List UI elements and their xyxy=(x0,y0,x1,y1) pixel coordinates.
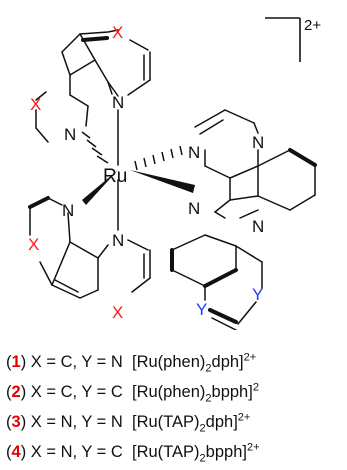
y-value: C xyxy=(110,383,123,401)
compound-number: 3 xyxy=(11,413,21,431)
subscript: 2 xyxy=(205,392,212,405)
x-value: N xyxy=(60,413,73,431)
ligand: TAP xyxy=(163,413,195,431)
paren: ) xyxy=(20,413,27,431)
x-label: X xyxy=(112,23,123,42)
ligand: phen xyxy=(163,383,200,401)
y-eq: Y = xyxy=(81,353,111,371)
bond-network xyxy=(28,29,317,330)
complex-mid: ) xyxy=(199,383,206,401)
charge: 2+ xyxy=(243,351,257,364)
x-value: C xyxy=(60,353,73,371)
compound-legend: (1) X = C, Y = N [Ru(phen)2dph]2+ (2) X … xyxy=(6,347,347,467)
x-value: C xyxy=(60,383,73,401)
charge-bracket xyxy=(265,17,301,62)
x-label: X xyxy=(30,95,41,114)
y-substituent-labels: Y Y xyxy=(196,285,263,319)
nitrogen-label: N xyxy=(188,199,200,218)
atom-labels: Ru N N N N N N N N xyxy=(62,93,264,250)
nitrogen-label: N xyxy=(62,201,74,220)
chemical-structure-diagram: 2+ xyxy=(28,17,321,330)
paren: ( xyxy=(6,353,12,371)
complex-open: [Ru( xyxy=(132,383,164,401)
complex-close: ] xyxy=(248,383,253,401)
sep: , xyxy=(72,443,82,461)
nitrogen-label: N xyxy=(112,231,124,250)
x-label: X xyxy=(28,235,39,254)
compound-number: 1 xyxy=(11,353,21,371)
metal-label: Ru xyxy=(103,166,127,187)
ligand: phen xyxy=(163,353,200,371)
compound-number: 2 xyxy=(11,383,21,401)
tail-ligand: dph xyxy=(205,413,234,431)
sep: , xyxy=(72,413,82,431)
sep: , xyxy=(72,353,82,371)
y-value: N xyxy=(110,413,123,431)
paren: ( xyxy=(6,413,12,431)
complex-close: ] xyxy=(239,353,244,371)
sep: , xyxy=(72,383,82,401)
x-eq: X = xyxy=(30,353,61,371)
paren: ( xyxy=(6,383,12,401)
complex-mid: ) xyxy=(199,353,206,371)
compound-row-4: (4) X = N, Y = C [Ru(TAP)2bpph]2+ xyxy=(6,437,347,467)
y-value: C xyxy=(110,443,123,461)
subscript: 2 xyxy=(199,452,206,465)
subscript: 2 xyxy=(205,362,212,375)
nitrogen-label: N xyxy=(112,93,124,112)
tail-ligand: bpph xyxy=(205,443,243,461)
nitrogen-label: N xyxy=(64,125,76,144)
paren: ) xyxy=(20,383,27,401)
x-label: X xyxy=(112,303,123,322)
nitrogen-label: N xyxy=(252,217,264,236)
paren: ) xyxy=(20,443,27,461)
complex-open: [Ru( xyxy=(132,443,164,461)
paren: ) xyxy=(20,353,27,371)
wedge-bonds xyxy=(82,170,195,205)
charge: 2+ xyxy=(237,411,251,424)
complex-close: ] xyxy=(233,413,238,431)
compound-number: 4 xyxy=(11,443,21,461)
hashed-bonds xyxy=(81,131,183,171)
charge-label: 2+ xyxy=(304,17,321,34)
paren: ( xyxy=(6,443,12,461)
tail-ligand: dph xyxy=(211,353,240,371)
ligand: TAP xyxy=(163,443,195,461)
nitrogen-label: N xyxy=(252,133,264,152)
subscript: 2 xyxy=(199,422,206,435)
complex-mid: ) xyxy=(194,413,200,431)
charge: 2 xyxy=(252,381,259,394)
x-value: N xyxy=(60,443,73,461)
complex-close: ] xyxy=(242,443,247,461)
compound-row-2: (2) X = C, Y = C [Ru(phen)2bpph]2 xyxy=(6,377,347,407)
complex-mid: ) xyxy=(194,443,200,461)
y-value: N xyxy=(110,353,123,371)
x-eq: X = xyxy=(30,413,61,431)
y-eq: Y = xyxy=(81,413,111,431)
charge: 2+ xyxy=(246,441,260,454)
complex-open: [Ru( xyxy=(132,413,164,431)
y-label: Y xyxy=(196,300,207,319)
compound-row-3: (3) X = N, Y = N [Ru(TAP)2dph]2+ xyxy=(6,407,347,437)
compound-row-1: (1) X = C, Y = N [Ru(phen)2dph]2+ xyxy=(6,347,347,377)
y-eq: Y = xyxy=(81,383,111,401)
x-substituent-labels: X X X X xyxy=(28,23,123,322)
y-label: Y xyxy=(252,285,263,304)
nitrogen-label: N xyxy=(188,143,200,162)
x-eq: X = xyxy=(30,443,61,461)
complex-open: [Ru( xyxy=(132,353,164,371)
y-eq: Y = xyxy=(81,443,111,461)
x-eq: X = xyxy=(30,383,61,401)
tail-ligand: bpph xyxy=(211,383,249,401)
